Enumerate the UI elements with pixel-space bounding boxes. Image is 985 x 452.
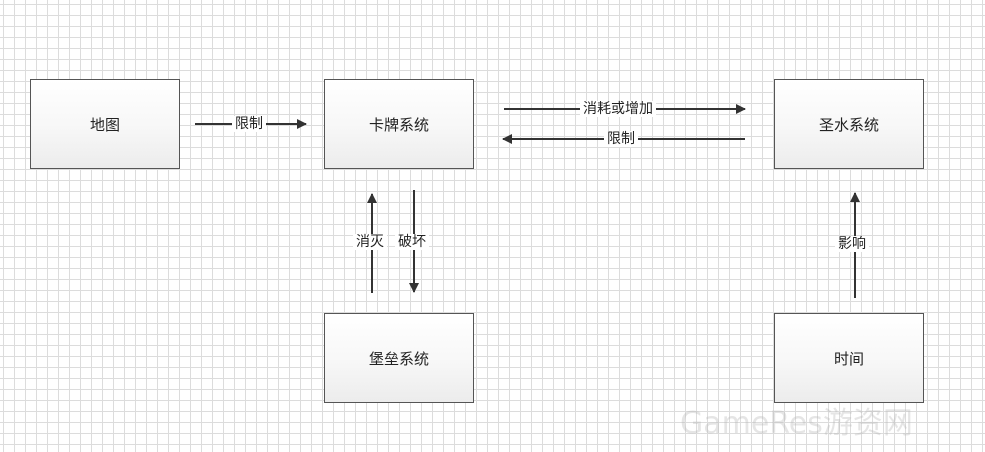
node-map: 地图 <box>30 79 180 169</box>
edge-label-water-to-card: 限制 <box>604 131 638 147</box>
edge-label-map-to-card: 限制 <box>232 116 266 132</box>
node-fortress-system-label: 堡垒系统 <box>368 349 429 368</box>
edge-label-card-to-water: 消耗或增加 <box>580 101 656 117</box>
node-card-system: 卡牌系统 <box>324 79 474 169</box>
node-fortress-system: 堡垒系统 <box>324 313 474 403</box>
node-map-label: 地图 <box>89 115 120 134</box>
edge-label-fort-to-card: 消灭 <box>353 234 387 250</box>
node-time-label: 时间 <box>833 349 864 368</box>
edge-label-time-to-water: 影响 <box>835 236 869 252</box>
node-card-system-label: 卡牌系统 <box>368 115 429 134</box>
node-holy-water-system-label: 圣水系统 <box>818 115 879 134</box>
node-holy-water-system: 圣水系统 <box>774 79 924 169</box>
watermark-logo: GameRes游资网 <box>680 406 913 441</box>
edge-label-card-to-fort: 破坏 <box>395 234 429 250</box>
node-time: 时间 <box>774 313 924 403</box>
